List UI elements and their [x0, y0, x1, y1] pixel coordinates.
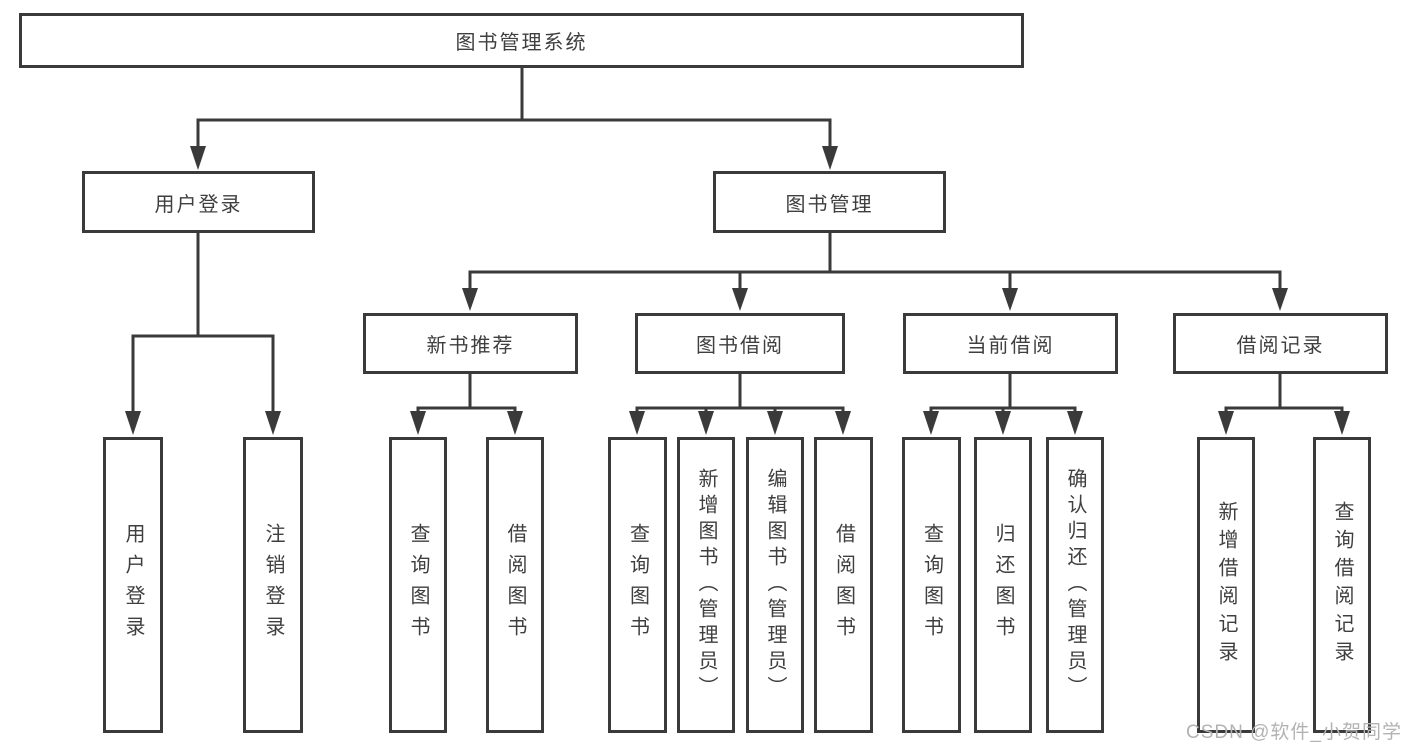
node-borrow-records: 借阅记录: [1173, 313, 1388, 374]
node-book-borrow-label: 图书借阅: [696, 335, 784, 357]
leaf-current-query-books: 查询图书: [902, 437, 961, 733]
csdn-watermark: CSDN @软件_小贺同学: [1186, 722, 1402, 743]
node-new-book-recommend: 新书推荐: [363, 313, 578, 374]
leaf-query-borrow-record-label: 查询借阅记录: [1331, 501, 1353, 669]
connector-root-to-level2: [190, 68, 838, 170]
connector-records-to-leaves: [1218, 374, 1350, 435]
leaf-borrow-books-label: 借阅图书: [832, 523, 855, 647]
leaf-newbook-borrow-books-label: 借阅图书: [504, 523, 526, 647]
leaf-add-books-admin-label: 新增图书（管理员）: [695, 468, 717, 702]
leaf-borrow-books: 借阅图书: [814, 437, 873, 733]
leaf-confirm-return-admin-label: 确认归还（管理员）: [1064, 468, 1086, 702]
node-new-book-recommend-label: 新书推荐: [426, 335, 515, 357]
leaf-current-query-books-label: 查询图书: [920, 523, 943, 647]
leaf-logout: 注销登录: [243, 437, 303, 733]
node-user-login-label: 用户登录: [154, 193, 243, 216]
leaf-newbook-borrow-books: 借阅图书: [486, 437, 544, 733]
leaf-logout-label: 注销登录: [262, 523, 284, 647]
leaf-return-books-label: 归还图书: [992, 523, 1014, 647]
leaf-borrow-query-books-label: 查询图书: [626, 523, 649, 647]
leaf-user-login-label: 用户登录: [122, 523, 144, 647]
connector-borrow-to-leaves: [629, 374, 851, 435]
leaf-return-books: 归还图书: [974, 437, 1032, 733]
connector-newbook-to-leaves: [410, 374, 523, 435]
connector-mgmt-to-level3: [462, 233, 1288, 311]
leaf-confirm-return-admin: 确认归还（管理员）: [1046, 437, 1104, 733]
node-root: 图书管理系统: [19, 13, 1024, 68]
node-current-borrow-label: 当前借阅: [966, 335, 1055, 357]
leaf-user-login: 用户登录: [103, 437, 163, 733]
node-user-login: 用户登录: [82, 171, 315, 233]
leaf-newbook-query-books: 查询图书: [389, 437, 447, 733]
connector-login-to-leaves: [125, 233, 281, 435]
node-book-borrow: 图书借阅: [635, 313, 845, 374]
leaf-edit-books-admin-label: 编辑图书（管理员）: [764, 468, 786, 702]
node-book-management: 图书管理: [713, 171, 946, 233]
node-current-borrow: 当前借阅: [903, 313, 1118, 374]
node-book-management-label: 图书管理: [785, 193, 874, 216]
leaf-add-borrow-record: 新增借阅记录: [1197, 437, 1255, 733]
node-root-label: 图书管理系统: [455, 32, 588, 54]
leaf-borrow-query-books: 查询图书: [608, 437, 667, 733]
leaf-query-borrow-record: 查询借阅记录: [1313, 437, 1371, 733]
connector-current-to-leaves: [923, 374, 1083, 435]
leaf-add-books-admin: 新增图书（管理员）: [677, 437, 735, 733]
leaf-add-borrow-record-label: 新增借阅记录: [1215, 501, 1237, 669]
leaf-newbook-query-books-label: 查询图书: [407, 523, 429, 647]
node-borrow-records-label: 借阅记录: [1236, 335, 1325, 357]
leaf-edit-books-admin: 编辑图书（管理员）: [746, 437, 804, 733]
